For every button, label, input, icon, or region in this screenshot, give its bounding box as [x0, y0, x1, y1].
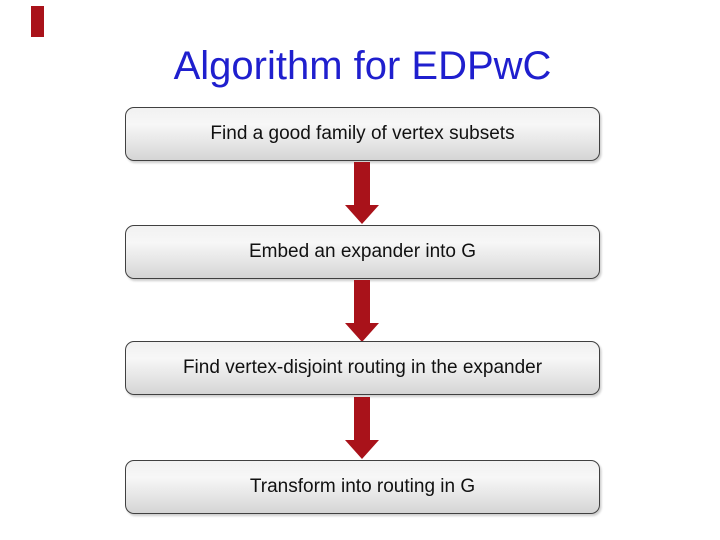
- flow-step-label: Embed an expander into G: [248, 241, 477, 262]
- flow-step-box-2: Embed an expander into G: [125, 225, 600, 279]
- accent-bar: [31, 6, 44, 37]
- down-arrow-icon: [344, 162, 380, 224]
- down-arrow-icon: [344, 397, 380, 459]
- flow-step-box-3: Find vertex-disjoint routing in the expa…: [125, 341, 600, 395]
- flow-step-box-4: Transform into routing in G: [125, 460, 600, 514]
- flow-step-label: Find vertex-disjoint routing in the expa…: [182, 357, 543, 378]
- flow-step-label: Transform into routing in G: [249, 476, 476, 497]
- flow-step-box-1: Find a good family of vertex subsets: [125, 107, 600, 161]
- slide-title: Algorithm for EDPwC: [173, 44, 552, 88]
- flow-step-label: Find a good family of vertex subsets: [210, 123, 515, 144]
- down-arrow-icon: [344, 280, 380, 342]
